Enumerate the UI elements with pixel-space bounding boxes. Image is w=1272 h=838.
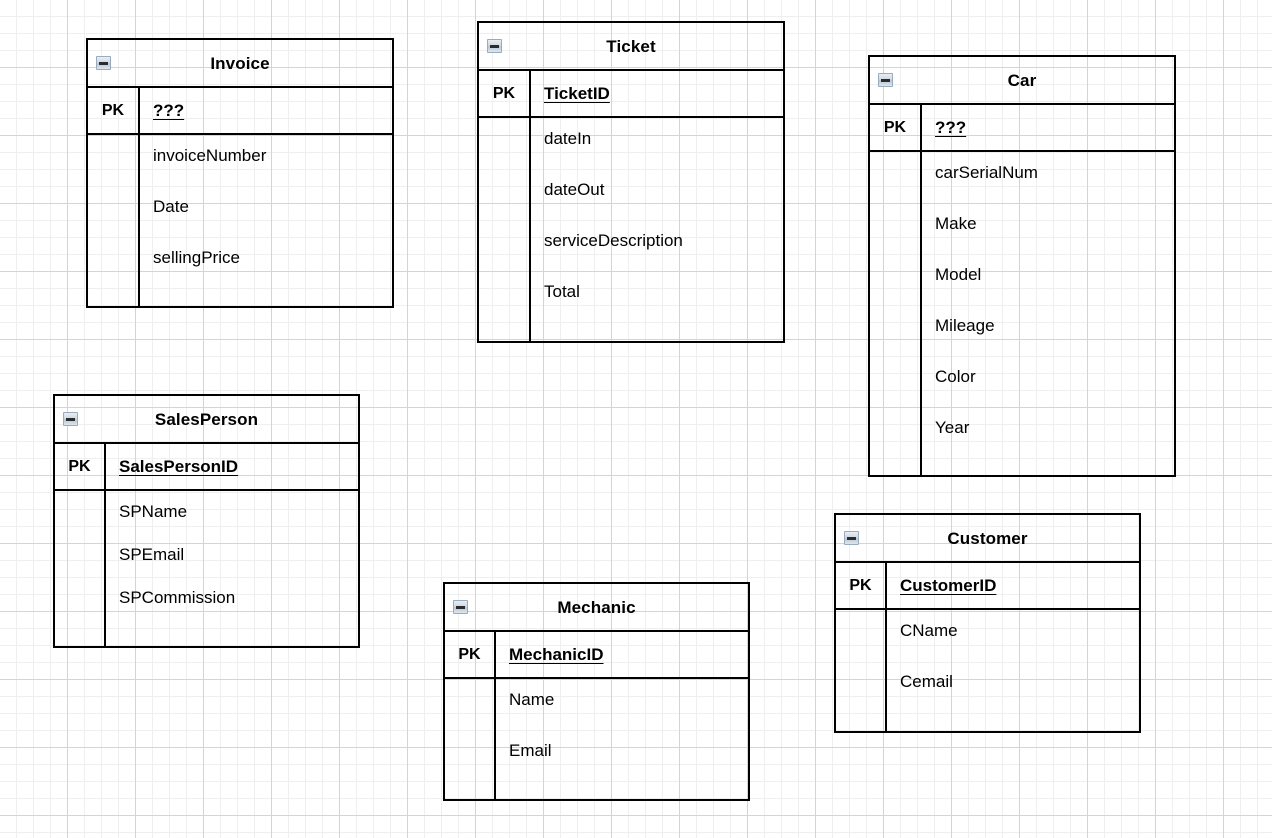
- attribute-item: sellingPrice: [153, 248, 240, 267]
- pk-label: PK: [479, 71, 531, 116]
- attribute-item: SPName: [119, 502, 188, 521]
- entity-title: Car: [1007, 70, 1037, 90]
- collapse-minus-icon[interactable]: [453, 600, 468, 614]
- attribute-item: Total: [544, 282, 580, 301]
- entity-title-row: SalesPerson: [55, 396, 358, 444]
- attribute-item: Date: [153, 197, 189, 216]
- minus-glyph: [99, 61, 108, 65]
- collapse-minus-icon[interactable]: [878, 73, 893, 87]
- pk-field-name: TicketID: [544, 83, 610, 103]
- attribute-item: invoiceNumber: [153, 146, 267, 165]
- primary-key-row: PK MechanicID: [445, 632, 748, 679]
- entity-title: Ticket: [606, 36, 656, 56]
- pk-label: PK: [88, 88, 140, 133]
- attribute-item: Mileage: [935, 316, 995, 335]
- entity-title-row: Invoice: [88, 40, 392, 88]
- collapse-minus-icon[interactable]: [96, 56, 111, 70]
- attribute-key-gutter: [445, 679, 496, 799]
- pk-label: PK: [870, 105, 922, 150]
- attribute-key-gutter: [479, 118, 531, 341]
- pk-field-name: ???: [935, 117, 967, 137]
- attribute-item: dateIn: [544, 129, 592, 148]
- attribute-item: Color: [935, 367, 976, 386]
- attribute-item: CName: [900, 621, 958, 640]
- pk-field-name: MechanicID: [509, 644, 604, 664]
- minus-glyph: [881, 78, 890, 82]
- pk-field-name: ???: [153, 100, 185, 120]
- attribute-key-gutter: [870, 152, 922, 475]
- attribute-key-gutter: [88, 135, 140, 306]
- collapse-minus-icon[interactable]: [844, 531, 859, 545]
- minus-glyph: [66, 417, 75, 421]
- attribute-item: Email: [509, 741, 552, 760]
- entity-title: SalesPerson: [154, 409, 259, 429]
- attribute-item: serviceDescription: [544, 231, 683, 250]
- minus-glyph: [847, 536, 856, 540]
- entity-title: Customer: [947, 528, 1028, 548]
- entity-title-row: Car: [870, 57, 1174, 105]
- entity-title-row: Mechanic: [445, 584, 748, 632]
- pk-field-name: CustomerID: [900, 575, 997, 595]
- attribute-item: Model: [935, 265, 982, 284]
- primary-key-row: PK TicketID: [479, 71, 783, 118]
- primary-key-row: PK CustomerID: [836, 563, 1139, 610]
- entity-title: Invoice: [210, 53, 270, 73]
- entity-title: Mechanic: [557, 597, 636, 617]
- attribute-item: SPCommission: [119, 588, 236, 607]
- primary-key-row: PK???: [870, 105, 1174, 152]
- pk-label: PK: [836, 563, 887, 608]
- pk-field-name: SalesPersonID: [119, 456, 239, 476]
- attribute-item: SPEmail: [119, 545, 185, 564]
- primary-key-row: PK???: [88, 88, 392, 135]
- minus-glyph: [456, 605, 465, 609]
- pk-label: PK: [55, 444, 106, 489]
- attribute-item: Cemail: [900, 672, 953, 691]
- attribute-key-gutter: [55, 491, 106, 646]
- entity-title-row: Ticket: [479, 23, 783, 71]
- entity-title-row: Customer: [836, 515, 1139, 563]
- pk-label: PK: [445, 632, 496, 677]
- primary-key-row: PK SalesPersonID: [55, 444, 358, 491]
- collapse-minus-icon[interactable]: [63, 412, 78, 426]
- attribute-key-gutter: [836, 610, 887, 731]
- attribute-item: Year: [935, 418, 970, 437]
- attribute-item: Name: [509, 690, 555, 709]
- attribute-item: dateOut: [544, 180, 605, 199]
- attribute-item: Make: [935, 214, 977, 233]
- minus-glyph: [490, 44, 499, 48]
- attribute-item: carSerialNum: [935, 163, 1038, 182]
- collapse-minus-icon[interactable]: [487, 39, 502, 53]
